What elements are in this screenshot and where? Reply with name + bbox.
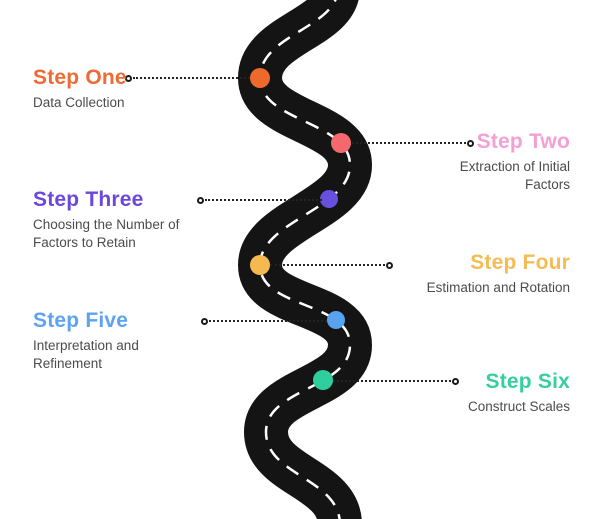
step-block-six: Step Six Construct Scales	[412, 369, 570, 416]
step-three-dot	[320, 190, 338, 208]
step-five-title: Step Five	[33, 309, 129, 332]
connector-step-six	[333, 380, 451, 382]
step-block-four: Step Four Estimation and Rotation	[412, 250, 570, 297]
step-four-description: Estimation and Rotation	[426, 280, 570, 295]
step-one-title: Step One	[33, 66, 127, 89]
step-two-description: Extraction of Initial Factors	[459, 159, 570, 192]
step-one-dot	[250, 68, 270, 88]
ring-icon-step-one	[124, 74, 132, 82]
connector-step-three	[205, 199, 322, 201]
ring-icon-step-five	[200, 317, 208, 325]
step-five-description: Interpretation and Refinement	[33, 338, 139, 371]
connector-step-five	[209, 320, 327, 322]
step-four-title: Step Four	[470, 251, 570, 274]
ring-icon-step-six	[451, 377, 459, 385]
step-block-five: Step Five Interpretation and Refinement	[33, 308, 191, 372]
step-five-dot	[327, 311, 345, 329]
step-block-three: Step Three Choosing the Number of Factor…	[33, 187, 191, 251]
connector-step-one	[133, 77, 250, 79]
connector-step-two	[352, 142, 466, 144]
road-asphalt	[237, 0, 373, 519]
step-two-dot	[331, 133, 351, 153]
connector-step-four	[270, 264, 385, 266]
step-six-title: Step Six	[485, 370, 570, 393]
ring-icon-step-three	[196, 196, 204, 204]
step-two-title: Step Two	[476, 130, 570, 153]
step-one-description: Data Collection	[33, 95, 125, 110]
step-six-dot	[313, 370, 333, 390]
step-three-description: Choosing the Number of Factors to Retain	[33, 217, 180, 250]
step-block-one: Step One Data Collection	[33, 65, 191, 112]
step-four-dot	[250, 255, 270, 275]
step-three-title: Step Three	[33, 188, 144, 211]
ring-icon-step-two	[466, 139, 474, 147]
step-block-two: Step Two Extraction of Initial Factors	[412, 129, 570, 193]
step-six-description: Construct Scales	[467, 399, 570, 414]
ring-icon-step-four	[385, 261, 393, 269]
